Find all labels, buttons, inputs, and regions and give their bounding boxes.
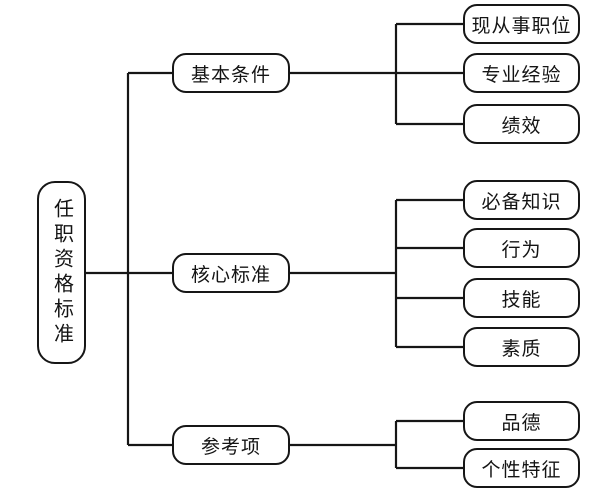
node-quality: 素质 (463, 327, 580, 367)
node-label: 行为 (501, 239, 542, 261)
node-label: 任职资格标准 (50, 197, 73, 348)
node-performance: 绩效 (463, 104, 580, 144)
node-basic-conditions: 基本条件 (172, 53, 290, 93)
node-core-standards: 核心标准 (172, 253, 290, 293)
node-skills: 技能 (463, 278, 580, 318)
node-label: 必备知识 (481, 191, 562, 213)
node-required-knowledge: 必备知识 (463, 180, 580, 220)
node-label: 核心标准 (190, 264, 271, 286)
node-behavior: 行为 (463, 228, 580, 268)
node-professional-experience: 专业经验 (463, 53, 580, 93)
node-root-qualification-standard: 任职资格标准 (37, 181, 86, 364)
node-label: 基本条件 (190, 64, 271, 86)
node-label: 个性特征 (481, 459, 562, 481)
node-label: 参考项 (200, 436, 261, 458)
node-current-position: 现从事职位 (463, 4, 580, 44)
node-reference-items: 参考项 (172, 425, 290, 465)
node-label: 专业经验 (481, 64, 562, 86)
node-label: 品德 (501, 412, 542, 434)
node-label: 技能 (501, 289, 542, 311)
node-personality-traits: 个性特征 (463, 448, 580, 488)
node-label: 现从事职位 (471, 15, 572, 37)
node-label: 素质 (501, 338, 542, 360)
node-moral-character: 品德 (463, 401, 580, 441)
node-label: 绩效 (501, 115, 542, 137)
